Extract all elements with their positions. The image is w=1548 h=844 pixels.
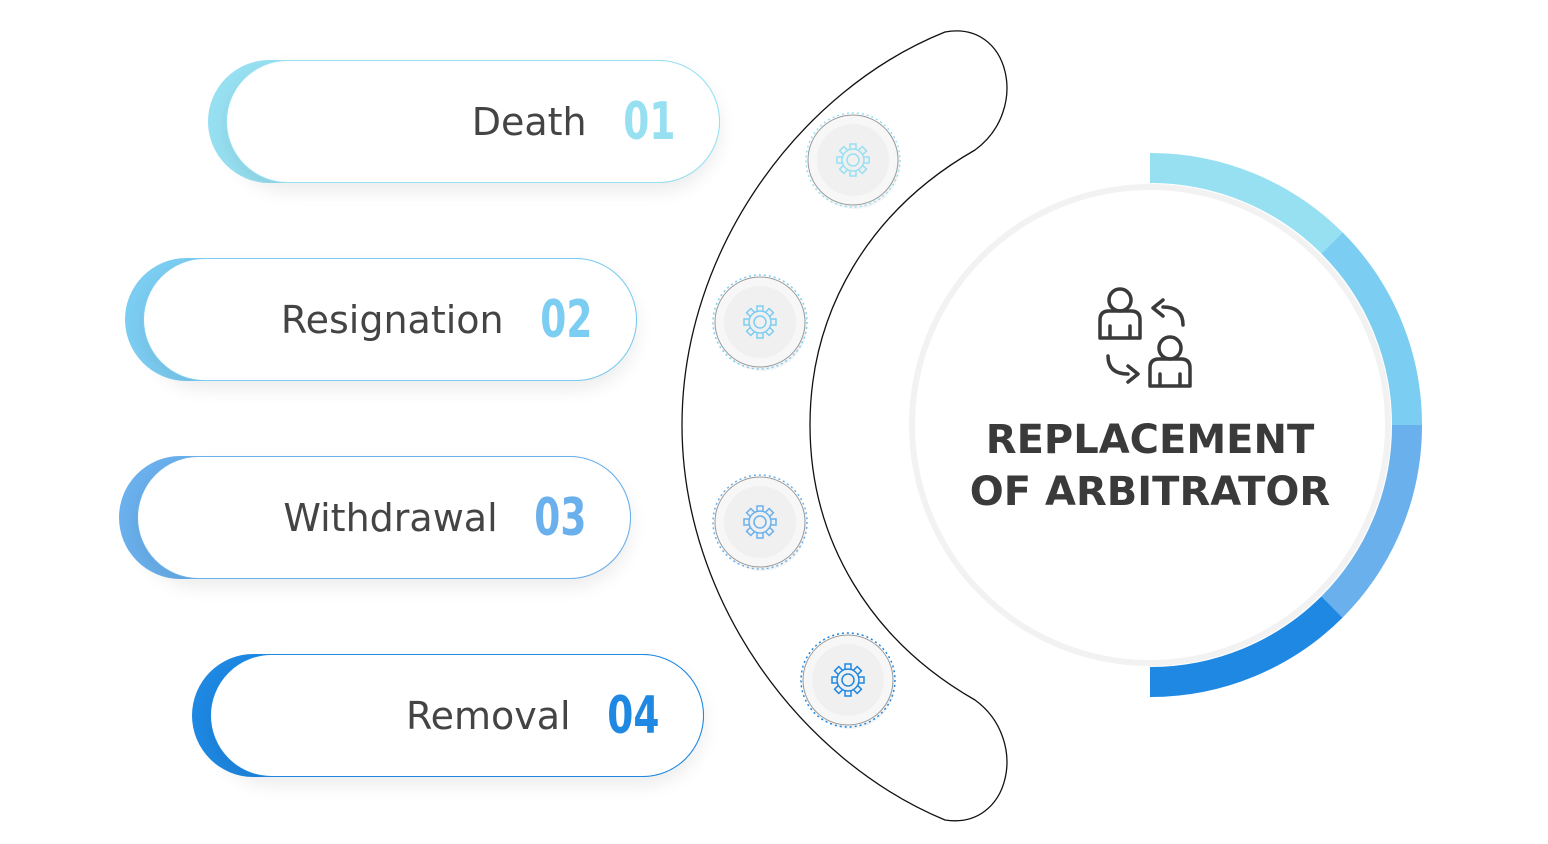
ring-segment-1 [1149,152,1343,254]
title-line-1: REPLACEMENT [985,417,1315,463]
item-number: 01 [622,91,675,152]
item-pill: Death 01 [208,60,720,183]
item-pill: Withdrawal 03 [119,456,631,579]
item-pill: Resignation 02 [125,258,637,381]
ring-segment-3 [1321,424,1423,618]
person-swap-icon [1098,287,1192,388]
ring-segment-4 [1149,596,1343,698]
crescent-band [681,30,1008,822]
item-label: Resignation [280,297,504,342]
item-number: 03 [533,487,586,548]
center-circle [909,184,1391,666]
title-line-2: OF ARBITRATOR [969,469,1331,515]
ring-segment-2 [1321,232,1423,426]
item-label: Death [471,99,587,144]
item-number: 04 [606,685,659,746]
item-label: Withdrawal [283,495,498,540]
gear-icon [805,112,901,209]
gear-icon [800,632,896,729]
item-label: Removal [405,693,571,738]
item-pill: Removal 04 [192,654,704,777]
diagram-title: REPLACEMENT OF ARBITRATOR [930,414,1370,518]
item-number: 02 [539,289,592,350]
gear-icon [712,274,808,371]
gear-icon [712,474,808,571]
progress-ring [1149,152,1423,698]
